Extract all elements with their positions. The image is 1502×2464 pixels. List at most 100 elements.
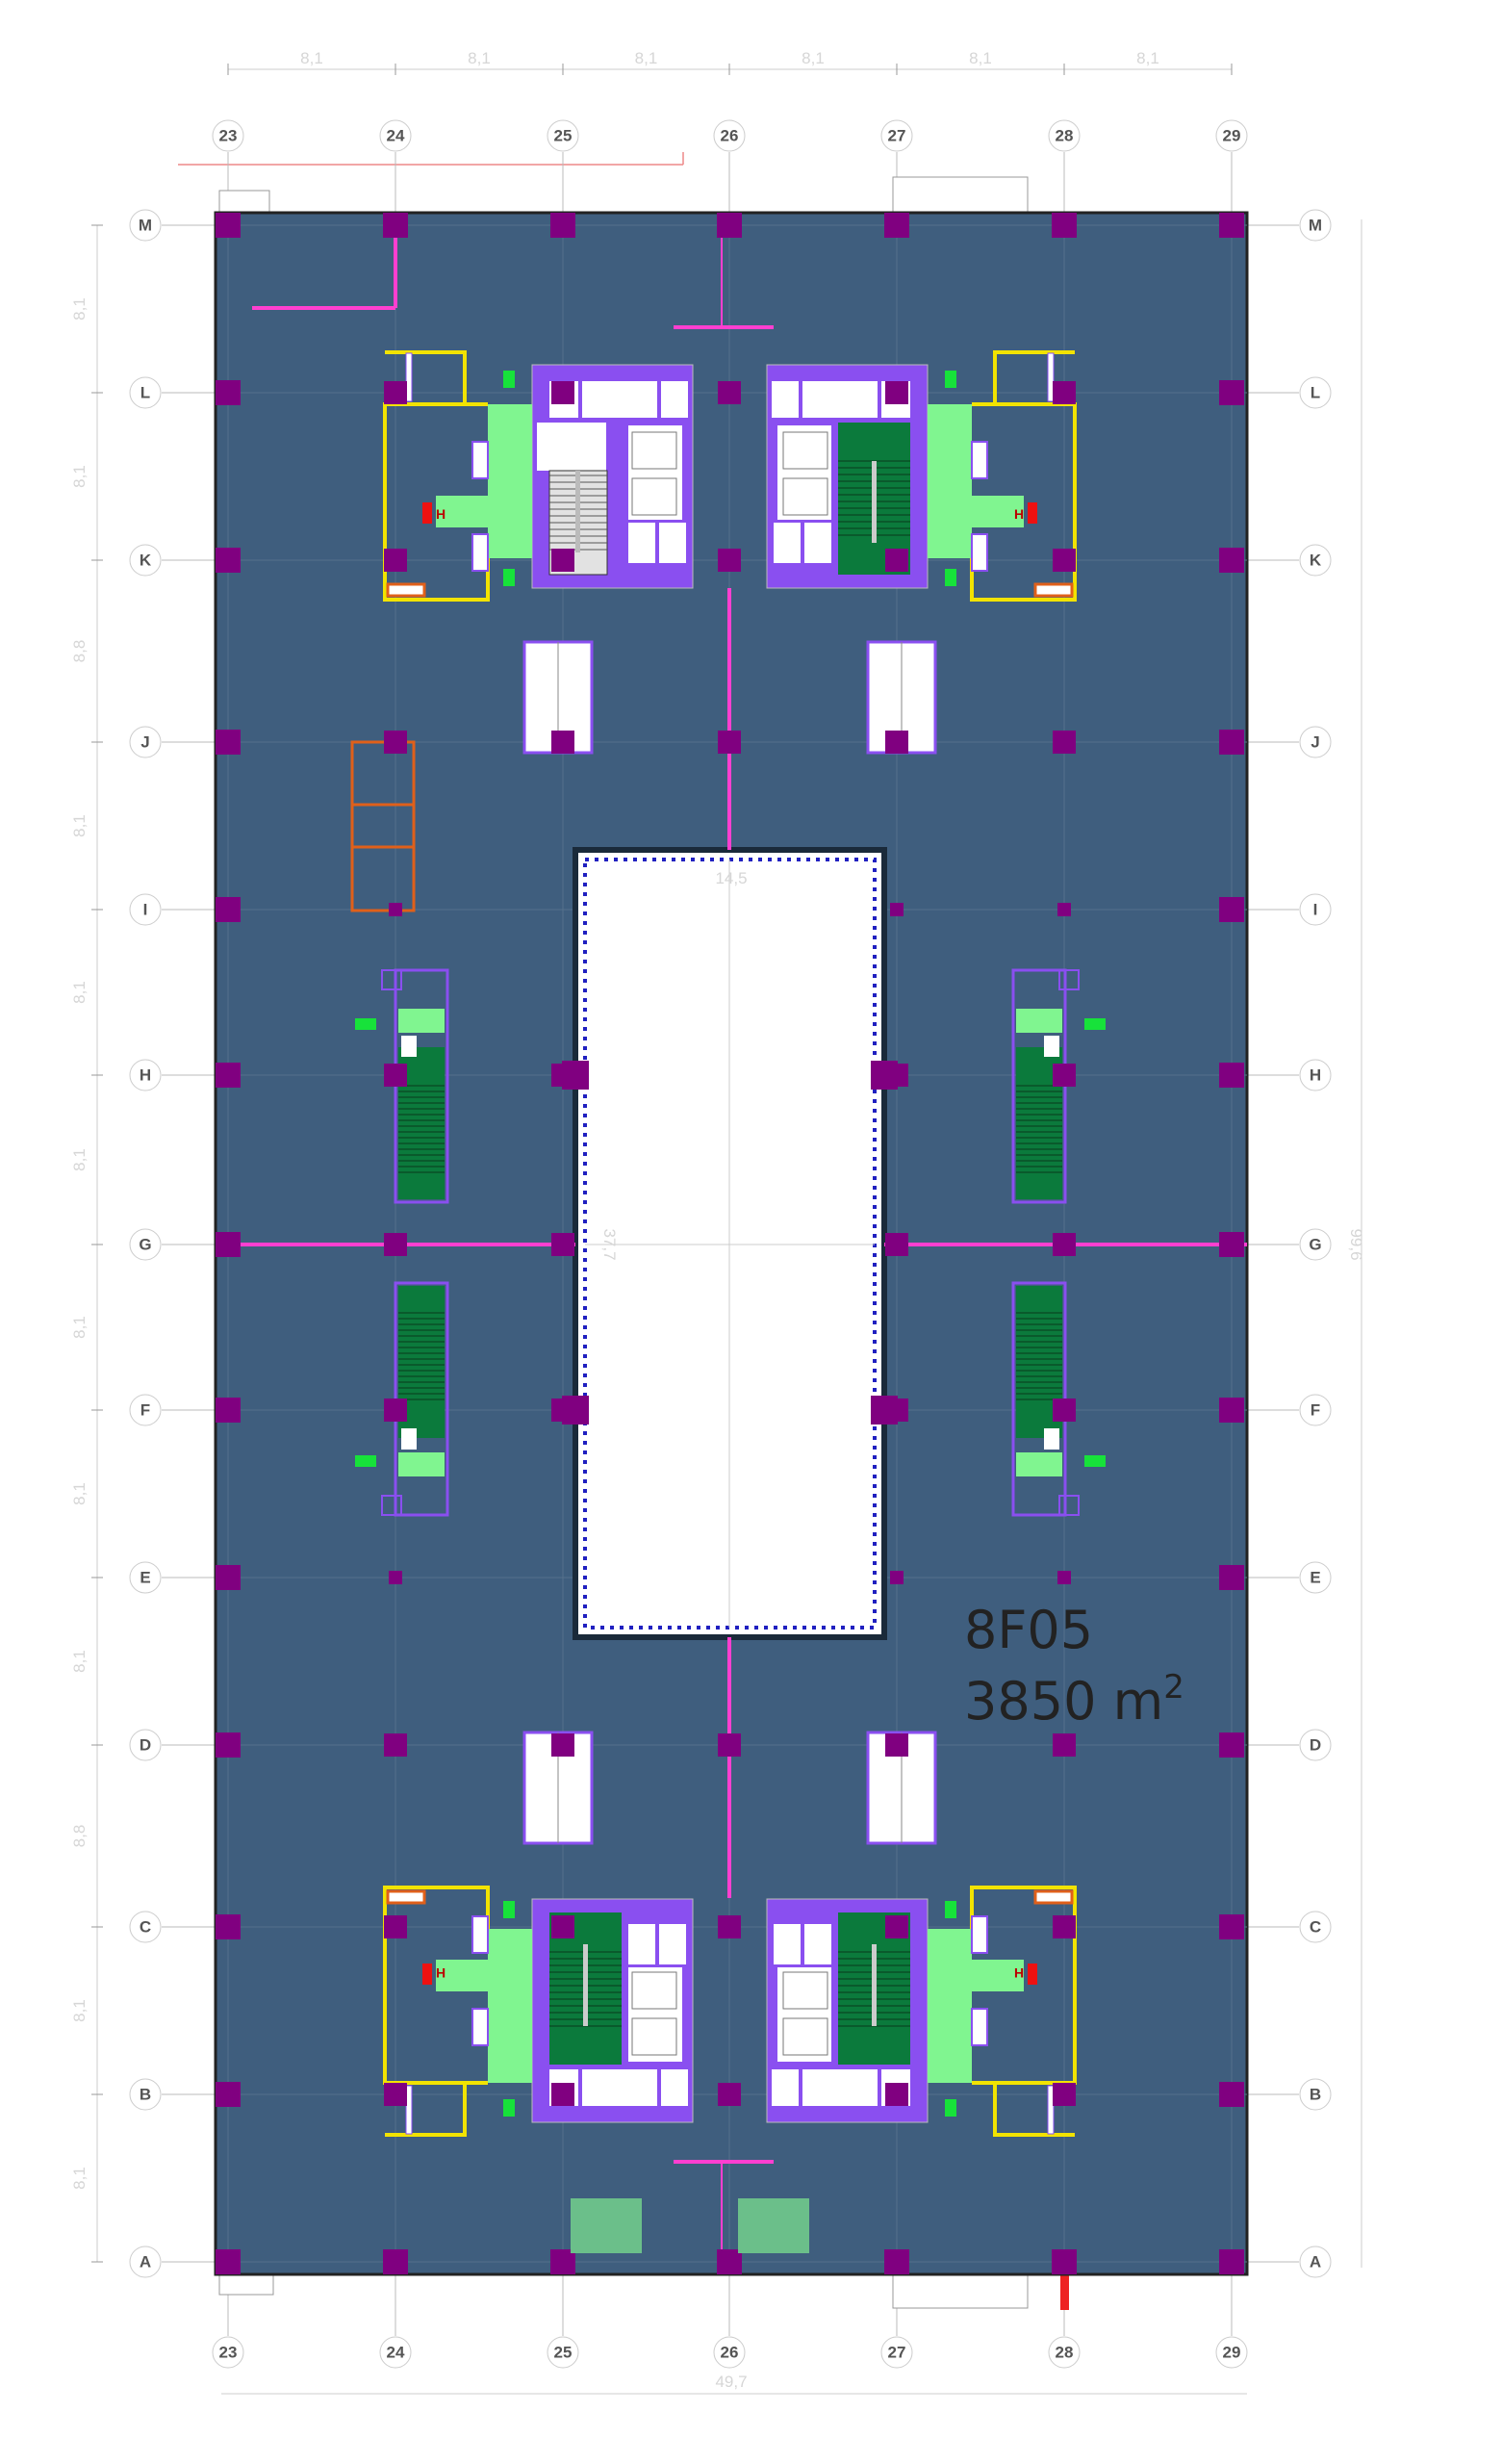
roof-hatch (218, 190, 270, 215)
structural-column (384, 381, 407, 404)
structural-column (718, 381, 741, 404)
toilet-wall (383, 1886, 490, 2085)
grid-bubble (1299, 1059, 1332, 1091)
grid-label-row: K (1310, 552, 1322, 570)
red-marker (1060, 2275, 1069, 2310)
structural-column (1053, 1064, 1076, 1087)
grid-bubble (212, 119, 244, 152)
structural-column (384, 1233, 407, 1256)
grid-bubble (129, 2246, 162, 2278)
shaft (381, 969, 402, 990)
structural-column (216, 548, 241, 573)
grid-bubble (129, 2078, 162, 2111)
structural-column (1219, 2249, 1244, 2274)
structural-column (216, 1063, 241, 1088)
structural-column (551, 381, 574, 404)
structural-column (383, 213, 408, 238)
structural-column (885, 1733, 908, 1757)
structural-column (1053, 1233, 1076, 1256)
roof-hatch (892, 176, 1029, 215)
grid-bubble (129, 1059, 162, 1091)
exit-sign-icon (945, 2099, 956, 2117)
area-unit-superscript: 2 (1163, 1668, 1184, 1707)
grid-label-row: G (1309, 1236, 1321, 1254)
grid-bubble (1299, 1561, 1332, 1594)
grid-label-row: B (1310, 2086, 1321, 2104)
structural-column (1219, 1398, 1244, 1423)
total-width-label: 49,7 (715, 2373, 747, 2391)
grid-bubble (1299, 1729, 1332, 1761)
grid-label-row: M (139, 217, 152, 235)
shaft (405, 352, 413, 402)
shaft (804, 1924, 831, 1964)
grid-label-row: L (140, 384, 150, 402)
atrium-width-dimension: 14,5 (715, 869, 747, 887)
shaft (628, 523, 655, 563)
structural-column (551, 1733, 574, 1757)
exit-sign-icon (945, 1901, 956, 1918)
grid-label-row: D (1310, 1736, 1321, 1755)
structural-column (1219, 1565, 1244, 1590)
structural-column (1053, 731, 1076, 754)
grid-label-column: 27 (888, 2344, 906, 2362)
grid-bubble (129, 1911, 162, 1943)
grid-label-column: 26 (721, 2344, 739, 2362)
structural-column (717, 213, 742, 238)
structural-column (216, 730, 241, 755)
grid-label-column: 24 (387, 2344, 405, 2362)
shaft (582, 381, 657, 418)
shaft (804, 523, 831, 563)
hydrant-label: H (1014, 506, 1024, 522)
grid-label-row: G (139, 1236, 151, 1254)
exit-sign-icon (503, 1901, 515, 1918)
structural-column (216, 1565, 241, 1590)
elevator-car (782, 1971, 828, 2010)
elevator-car (631, 431, 677, 470)
shaft (386, 1889, 426, 1905)
structural-column (1053, 1733, 1076, 1757)
green-zone (738, 2198, 809, 2253)
structural-column (1219, 1232, 1244, 1257)
grid-label-row: H (1310, 1066, 1321, 1085)
grid-bubble (1215, 119, 1248, 152)
structural-column (384, 1399, 407, 1422)
exit-sign-icon (945, 569, 956, 586)
roof-hatch (892, 2272, 1029, 2309)
hydrant-label: H (436, 1965, 446, 1981)
structural-column (1219, 380, 1244, 405)
shaft (471, 533, 489, 572)
grid-label-row: E (140, 1569, 150, 1587)
grid-bubble (1299, 544, 1332, 577)
structural-column (551, 1915, 574, 1938)
shaft (971, 2008, 988, 2046)
shaft (628, 1924, 655, 1964)
grid-label-row: F (140, 1401, 150, 1420)
row-spacing-label: 8,1 (70, 1148, 89, 1171)
column-spacing-label: 8,1 (1136, 49, 1159, 67)
grid-label-row: L (1311, 384, 1320, 402)
fire-lobby (1016, 1452, 1062, 1476)
grid-bubble (1215, 2336, 1248, 2369)
fire-lobby (436, 1960, 488, 1991)
row-spacing-label: 8,1 (70, 2167, 89, 2190)
green-zone (571, 2198, 642, 2253)
structural-column (216, 1732, 241, 1758)
structural-column (384, 731, 407, 754)
structural-column (871, 1396, 898, 1424)
structural-column (885, 2083, 908, 2106)
structural-column (885, 381, 908, 404)
grid-bubble (713, 2336, 746, 2369)
exit-sign-icon (945, 371, 956, 388)
structural-column (384, 549, 407, 572)
elevator-car (631, 477, 677, 516)
column-spacing-label: 8,1 (635, 49, 658, 67)
grid-label-row: F (1311, 1401, 1320, 1420)
shaft (1044, 1036, 1059, 1057)
column-spacing-label: 8,1 (468, 49, 491, 67)
structural-column (718, 549, 741, 572)
stair-handrail (583, 1944, 588, 2026)
elevator-car (782, 431, 828, 470)
shaft (1047, 2085, 1055, 2135)
column-spacing-label: 8,1 (802, 49, 825, 67)
